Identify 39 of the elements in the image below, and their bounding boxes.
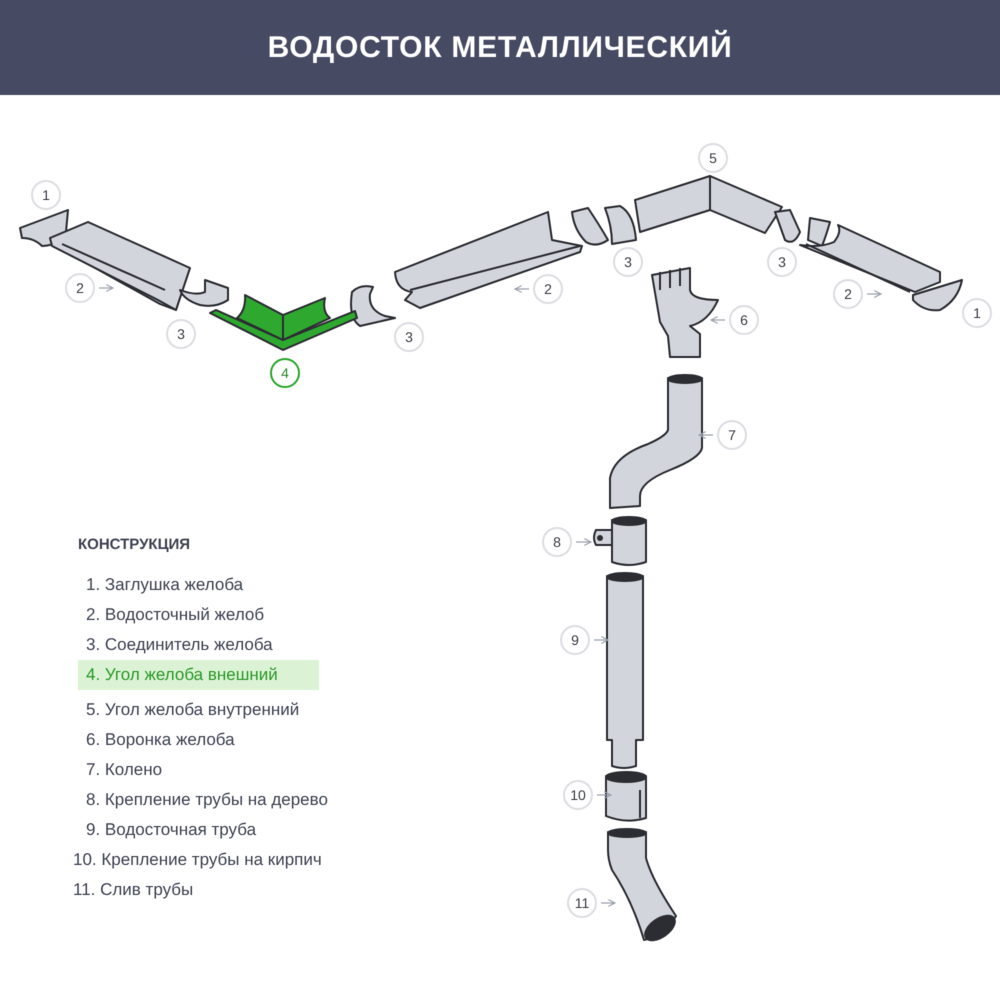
callout-number: 7 [717,420,747,450]
list-item: 7. Колено [86,759,162,781]
list-item: 10. Крепление трубы на кирпич [73,849,322,871]
callout-number: 5 [698,143,728,173]
leader-arrow [597,791,612,799]
callout-number: 3 [613,247,643,277]
highlighted-list-item: 4. Угол желоба внешний [78,660,319,690]
leader-arrow [576,538,592,546]
callout-number: 6 [729,305,759,335]
list-item: 1. Заглушка желоба [86,574,244,596]
callout-number: 2 [65,273,95,303]
list-item: 8. Крепление трубы на дерево [86,789,328,811]
callout-number: 1 [962,298,992,328]
list-item: 6. Воронка желоба [86,729,235,751]
callout-number: 1 [31,180,61,210]
list-heading: КОНСТРУКЦИЯ [78,535,190,555]
list-item: 9. Водосточная труба [86,819,256,841]
callout-number: 4 [270,358,300,388]
leader-arrow [710,316,725,324]
leader-arrow [594,636,609,644]
list-item: 11. Слив трубы [73,879,194,901]
callout-number: 9 [560,625,590,655]
title: ВОДОСТОК МЕТАЛЛИЧЕСКИЙ [268,28,732,66]
list-item: 5. Угол желоба внутренний [86,699,300,721]
leader-arrow [601,899,616,907]
callout-number: 3 [394,322,424,352]
leader-arrow [99,284,114,292]
leader-arrow [514,285,529,293]
callout-number: 2 [533,274,563,304]
callout-number: 2 [833,279,863,309]
list-item: 3. Соединитель желоба [86,634,273,656]
leader-arrow [698,431,713,439]
leader-arrow [867,290,882,298]
callout-number: 10 [563,780,593,810]
callout-number: 3 [767,247,797,277]
list-item: 2. Водосточный желоб [86,604,264,626]
callout-number: 8 [542,527,572,557]
callout-number: 3 [166,319,196,349]
callout-number: 11 [567,888,597,918]
